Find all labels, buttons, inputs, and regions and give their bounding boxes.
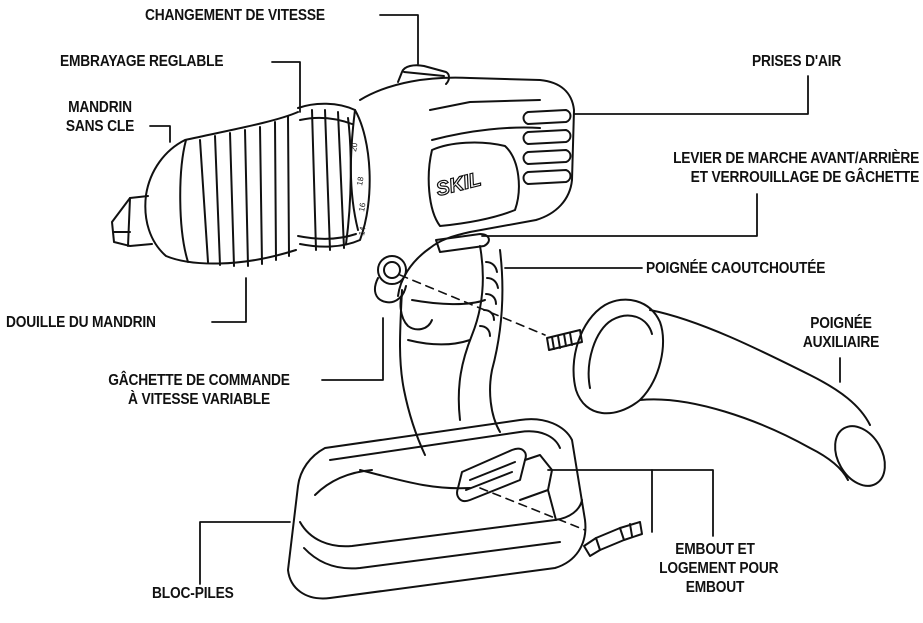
leader-embrayage [271,61,301,113]
leader-levier [481,193,758,237]
handle-mount-boss [373,255,407,304]
clutch-scale-20: 20 [349,141,360,152]
motor-housing [349,64,575,297]
clutch-scale-16: 16 [357,201,368,212]
label-embout-logement: EMBOUT ET LOGEMENT POUR EMBOUT [659,541,779,596]
aux-handle-assembly-line [399,274,546,336]
clutch-scale-14: 14 [357,225,368,236]
label-poignee-auxiliaire: POIGNÉE AUXILIAIRE [802,315,880,351]
label-changement-vitesse: CHANGEMENT DE VITESSE [145,7,325,24]
label-gachette-commande: GÂCHETTE DE COMMANDE À VITESSE VARIABLE [108,372,290,408]
leader-prises-air [573,75,809,115]
brand-logo: SKIL [434,168,484,200]
clutch-collar [297,102,371,251]
label-embrayage-reglable: EMBRAYAGE REGLABLE [60,53,224,70]
handle [399,245,504,456]
driver-bit [583,521,643,557]
clutch-scale-18: 18 [355,175,366,186]
label-douille-mandrin: DOUILLE DU MANDRIN [6,314,156,331]
leader-douille [211,277,247,323]
leader-mandrin [149,125,171,143]
label-levier-marche: LEVIER DE MARCHE AVANT/ARRIÈRE ET VERROU… [672,150,919,186]
battery-pack [287,418,587,600]
bit-assembly-line [479,487,586,531]
leader-embout [547,469,714,537]
label-mandrin-sans-cle: MANDRIN SANS CLE [65,99,135,135]
auxiliary-handle [546,298,886,487]
label-prises-air: PRISES D'AIR [752,53,842,70]
leader-changement-vitesse [379,14,419,65]
keyless-chuck [111,111,299,267]
leader-gachette [321,317,384,381]
leader-bloc-piles [199,521,291,585]
label-poignee-caoutchoutee: POIGNÉE CAOUTCHOUTÉE [646,260,826,277]
label-bloc-piles: BLOC-PILES [152,585,234,602]
